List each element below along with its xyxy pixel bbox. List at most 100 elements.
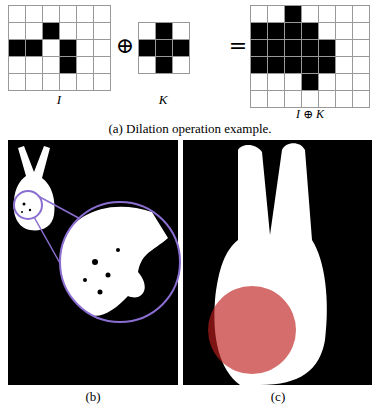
binary-grids xyxy=(9,6,370,108)
grid-cell xyxy=(139,40,156,57)
grid-cell xyxy=(353,74,370,91)
grid-cell xyxy=(9,23,26,40)
grid-cell xyxy=(139,57,156,74)
grid-cell xyxy=(336,6,353,23)
grid-cell xyxy=(353,40,370,57)
grid-cell xyxy=(26,6,43,23)
grid-cell xyxy=(285,57,302,74)
grid-cell xyxy=(353,6,370,23)
grid-cell xyxy=(94,57,111,74)
grid-cell xyxy=(77,6,94,23)
grid-cell xyxy=(60,40,77,57)
grid-cell xyxy=(268,57,285,74)
grid-cell xyxy=(319,74,336,91)
grid-cell xyxy=(268,91,285,108)
grid-cell xyxy=(43,40,60,57)
grid-cell xyxy=(60,6,77,23)
grid-cell xyxy=(26,57,43,74)
grid-cell xyxy=(285,40,302,57)
grid-cell xyxy=(60,23,77,40)
grid-cell xyxy=(26,74,43,91)
grid-cell xyxy=(251,74,268,91)
grid-cell xyxy=(302,23,319,40)
mask-hole xyxy=(23,203,26,206)
grid-cell xyxy=(77,40,94,57)
grid-cell xyxy=(251,91,268,108)
grid-cell xyxy=(77,23,94,40)
grid-cell xyxy=(336,40,353,57)
operator-symbol: ⊕ xyxy=(116,34,134,58)
grid-cell xyxy=(302,91,319,108)
grid-cell xyxy=(319,57,336,74)
grid-cell xyxy=(251,40,268,57)
grid-cell xyxy=(60,57,77,74)
hand-mask xyxy=(14,146,55,230)
grid-cell xyxy=(285,74,302,91)
grid-cell xyxy=(9,57,26,74)
grid-cell xyxy=(302,74,319,91)
grid-cell xyxy=(9,74,26,91)
grid-cell xyxy=(319,6,336,23)
subfigure-caption: (b) xyxy=(85,390,100,404)
grid-cell xyxy=(9,6,26,23)
grid-cell xyxy=(43,74,60,91)
mask-hole xyxy=(29,209,31,211)
grid-cell xyxy=(94,40,111,57)
mask-hole xyxy=(106,273,111,278)
grid-cell xyxy=(302,57,319,74)
grid-cell xyxy=(353,23,370,40)
grid-cell xyxy=(26,40,43,57)
grid-cell xyxy=(9,40,26,57)
grid-label: I xyxy=(57,93,61,107)
highlight-circle xyxy=(208,286,296,374)
mask-hole xyxy=(83,278,87,282)
grid-cell xyxy=(285,91,302,108)
grid-cell xyxy=(173,40,190,57)
subfigure-caption: (c) xyxy=(271,390,285,404)
grid-cell xyxy=(285,23,302,40)
grid-cell xyxy=(173,57,190,74)
grid-cell xyxy=(43,57,60,74)
grid-cell xyxy=(173,23,190,40)
grid-cell xyxy=(94,74,111,91)
grid-cell xyxy=(268,40,285,57)
grid-cell xyxy=(302,40,319,57)
grid-cell xyxy=(319,91,336,108)
grid-cell xyxy=(156,40,173,57)
mask-hole xyxy=(116,248,120,252)
grid-cell xyxy=(268,74,285,91)
grid-label: K xyxy=(159,93,168,107)
grid-label: I ⊕ K xyxy=(296,108,324,121)
grid-cell xyxy=(60,74,77,91)
grid-cell xyxy=(251,57,268,74)
mask-hole xyxy=(98,290,103,295)
grid-cell xyxy=(251,23,268,40)
grid-cell xyxy=(268,23,285,40)
grid-cell xyxy=(336,23,353,40)
grid-cell xyxy=(77,57,94,74)
grid-cell xyxy=(251,6,268,23)
grid-cell xyxy=(94,6,111,23)
grid-cell xyxy=(43,23,60,40)
grid-cell xyxy=(336,91,353,108)
grid-cell xyxy=(353,57,370,74)
mask-panel xyxy=(183,140,372,385)
grid-cell xyxy=(43,6,60,23)
grid-cell xyxy=(94,23,111,40)
grid-cell xyxy=(353,91,370,108)
mask-hole xyxy=(92,259,98,265)
equals-sign: = xyxy=(229,34,247,58)
subfigure-caption: (a) Dilation operation example. xyxy=(108,122,271,136)
grid-cell xyxy=(302,6,319,23)
mask-hole xyxy=(21,211,23,213)
zoom-circle xyxy=(60,202,180,322)
grid-cell xyxy=(319,23,336,40)
grid-cell xyxy=(156,57,173,74)
grid-cell xyxy=(26,23,43,40)
grid-cell xyxy=(336,74,353,91)
grid-cell xyxy=(336,57,353,74)
zoom-source-circle xyxy=(14,191,42,219)
grid-cell xyxy=(268,6,285,23)
